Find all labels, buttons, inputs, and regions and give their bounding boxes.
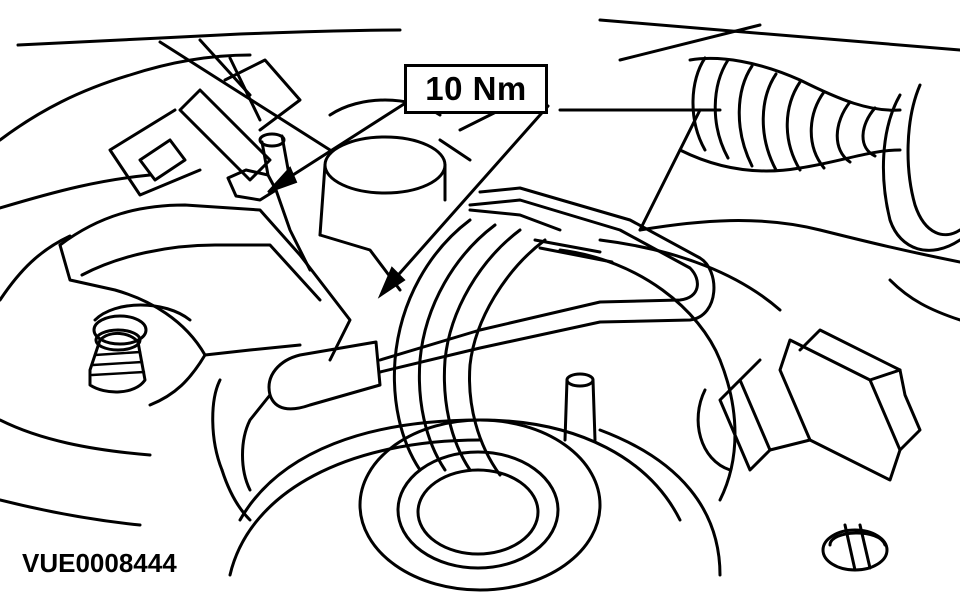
threaded-stud xyxy=(88,303,192,394)
air-intake-duct xyxy=(678,56,960,252)
callout-arrows xyxy=(267,102,550,299)
torque-callout-label: 10 Nm xyxy=(404,64,548,114)
throttle-body xyxy=(392,208,737,502)
bore-housing xyxy=(228,418,722,592)
electrical-connector xyxy=(696,328,922,482)
locating-pin xyxy=(563,372,597,442)
background-contours xyxy=(0,18,960,527)
vacuum-hose xyxy=(378,186,716,374)
figure-reference-code: VUE0008444 xyxy=(22,548,177,578)
bottom-right-bolt xyxy=(821,523,889,572)
hose-connector xyxy=(211,340,382,522)
valve-bracket xyxy=(58,38,352,407)
mounting-nut xyxy=(226,132,312,272)
